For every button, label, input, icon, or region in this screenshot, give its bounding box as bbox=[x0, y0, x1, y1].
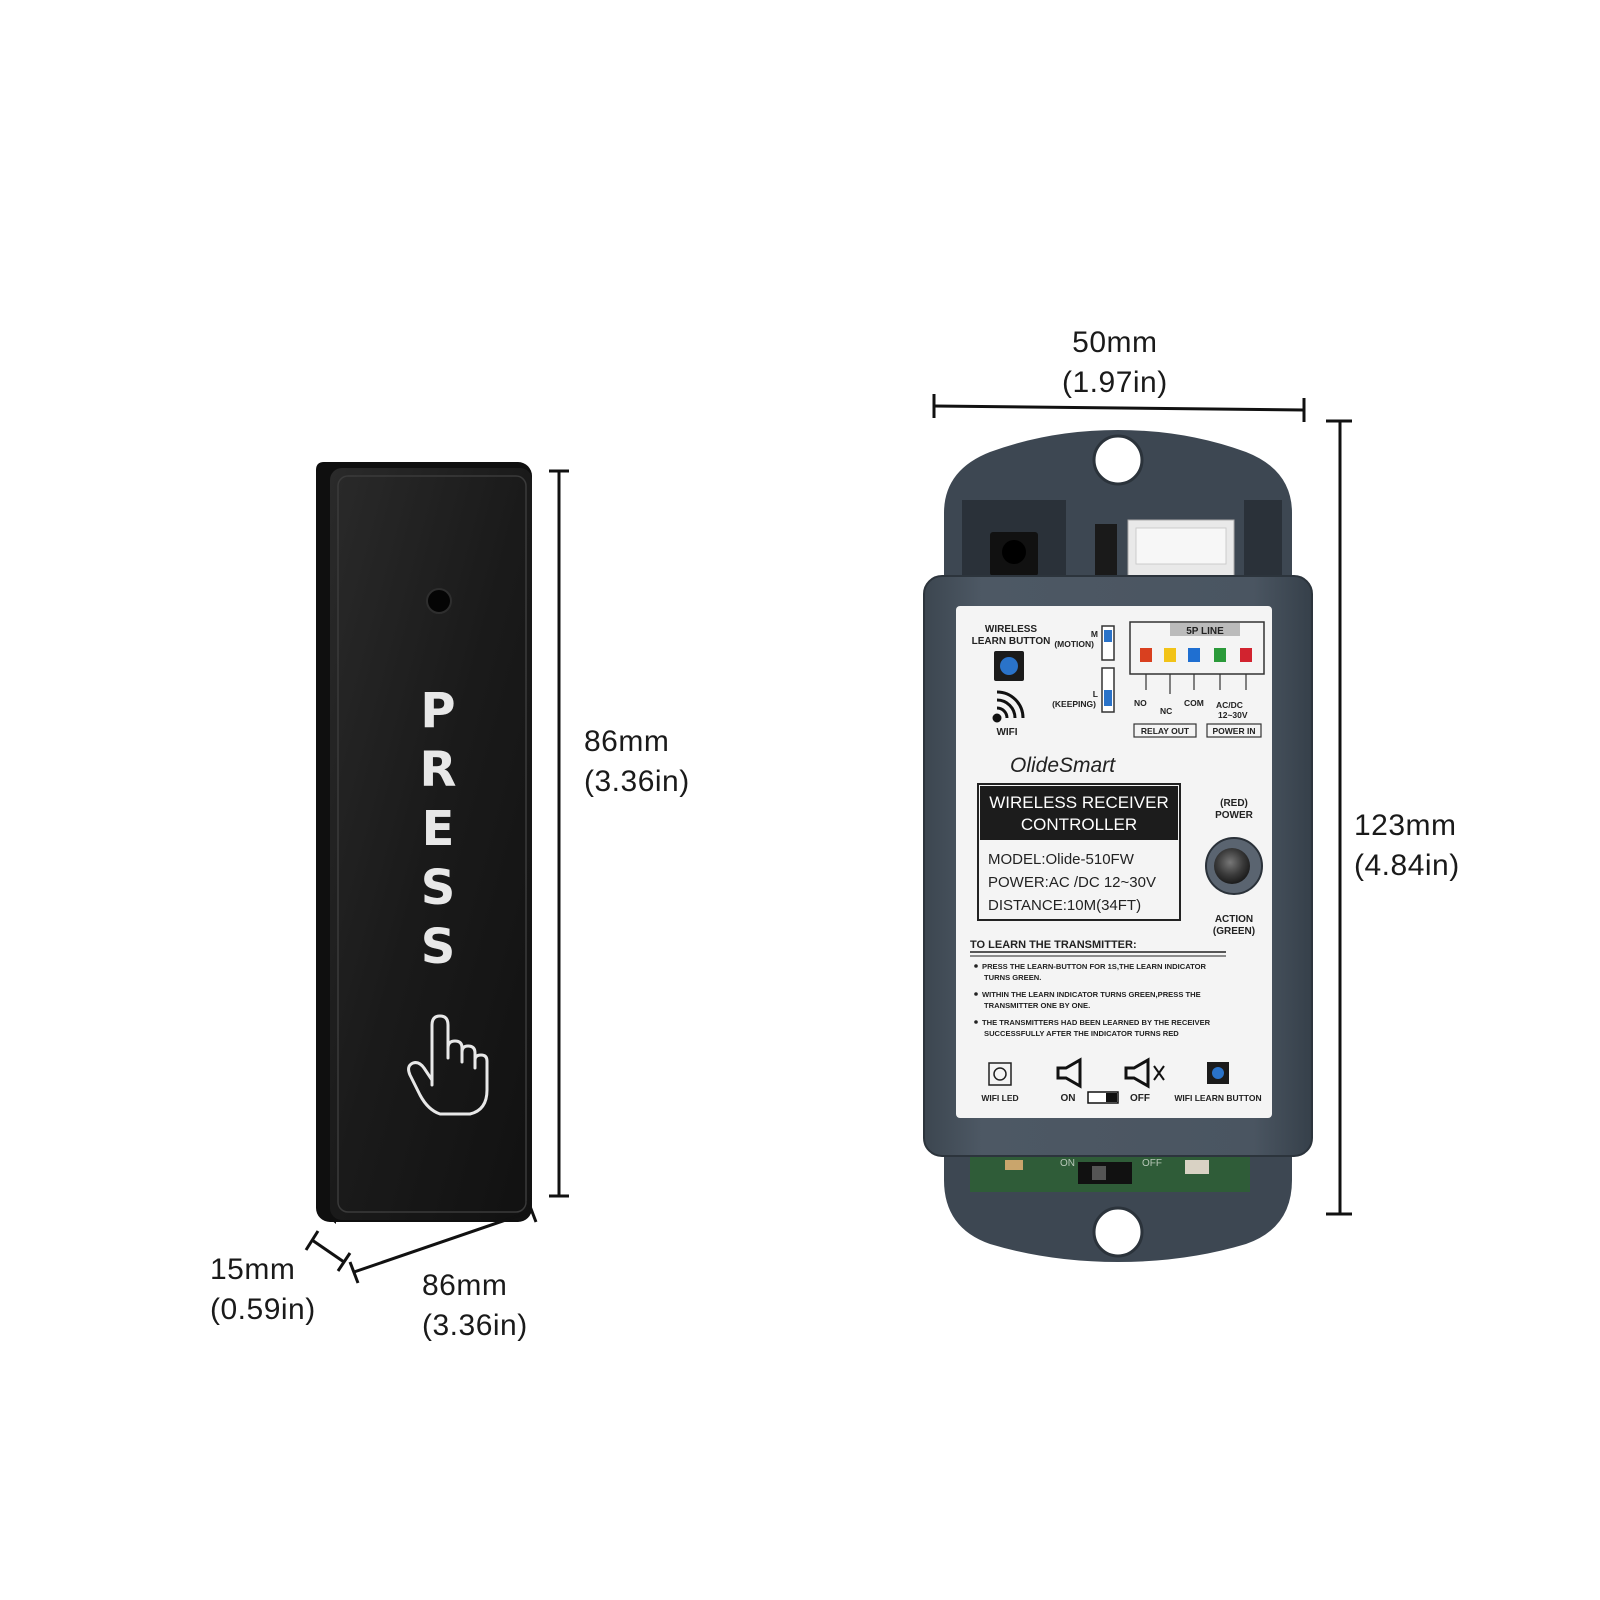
instruction-line: WITHIN THE LEARN INDICATOR TURNS GREEN,P… bbox=[982, 990, 1201, 999]
terminal-nc-label: NC bbox=[1160, 706, 1172, 716]
sound-off-label: OFF bbox=[1130, 1093, 1150, 1104]
button-depth-label: 15mm (0.59in) bbox=[210, 1250, 316, 1330]
receiver-label-panel bbox=[956, 606, 1272, 1118]
terminal-4 bbox=[1214, 648, 1226, 662]
terminal-5 bbox=[1240, 648, 1252, 662]
power-text: POWER:AC /DC 12~30V bbox=[988, 874, 1156, 891]
terminal-volt-label: 12~30V bbox=[1218, 710, 1248, 720]
distance-text: DISTANCE:10M(34FT) bbox=[988, 897, 1141, 914]
press-letter: E bbox=[422, 801, 455, 857]
mode-l-label: L bbox=[1093, 689, 1098, 699]
receiver-height-label: 123mm (4.84in) bbox=[1354, 806, 1460, 886]
board-off-label: OFF bbox=[1142, 1158, 1162, 1169]
button-width-in: (3.36in) bbox=[422, 1309, 528, 1342]
button-height-in: (3.36in) bbox=[584, 765, 690, 798]
button-depth-mm: 15mm bbox=[210, 1253, 296, 1286]
board-on-label: ON bbox=[1060, 1158, 1075, 1169]
button-depth-in: (0.59in) bbox=[210, 1293, 316, 1326]
led-red-label: POWER bbox=[1215, 810, 1254, 821]
button-width-label: 86mm (3.36in) bbox=[422, 1266, 528, 1346]
button-width-mm: 86mm bbox=[422, 1269, 508, 1302]
led-green-label: ACTION bbox=[1215, 914, 1253, 925]
product-title: CONTROLLER bbox=[1021, 815, 1137, 834]
mode-motion-label: (MOTION) bbox=[1054, 639, 1094, 649]
button-height-mm: 86mm bbox=[584, 725, 670, 758]
instruction-line: TRANSMITTER ONE BY ONE. bbox=[984, 1001, 1090, 1010]
brand-logo: OlideSmart bbox=[1010, 754, 1116, 777]
instruction-line: PRESS THE LEARN-BUTTON FOR 1S,THE LEARN … bbox=[982, 962, 1207, 971]
instruction-line: TURNS GREEN. bbox=[984, 973, 1041, 982]
line-header: 5P LINE bbox=[1186, 626, 1224, 637]
terminal-acdc-label: AC/DC bbox=[1216, 700, 1243, 710]
receiver-width-in: (1.97in) bbox=[1062, 366, 1168, 399]
relay-out-label: RELAY OUT bbox=[1141, 726, 1190, 736]
terminal-no-label: NO bbox=[1134, 698, 1147, 708]
led-red-label: (RED) bbox=[1220, 798, 1248, 809]
model-text: MODEL:Olide-510FW bbox=[988, 851, 1135, 868]
receiver-height-in: (4.84in) bbox=[1354, 849, 1460, 882]
wireless-learn-label: WIRELESS bbox=[985, 624, 1038, 635]
terminal-3 bbox=[1188, 648, 1200, 662]
press-letter: R bbox=[420, 742, 457, 798]
terminal-block bbox=[1140, 648, 1252, 662]
receiver-height-mm: 123mm bbox=[1354, 809, 1457, 842]
product-title: WIRELESS RECEIVER bbox=[989, 793, 1169, 812]
terminal-2 bbox=[1164, 648, 1176, 662]
sound-toggle[interactable] bbox=[1087, 1091, 1119, 1104]
mode-m-label: M bbox=[1091, 629, 1098, 639]
receiver-device: ON OFF WIRELESS LEARN BUTTON WIFI M (MOT… bbox=[923, 394, 1352, 1262]
speaker-on-icon bbox=[1056, 1057, 1082, 1089]
instruction-line: SUCCESSFULLY AFTER THE INDICATOR TURNS R… bbox=[984, 1029, 1179, 1038]
instruction-line: THE TRANSMITTERS HAD BEEN LEARNED BY THE… bbox=[982, 1018, 1211, 1027]
led-green-label: (GREEN) bbox=[1213, 926, 1255, 937]
sound-on-label: ON bbox=[1061, 1093, 1076, 1104]
speaker-mute-icon bbox=[1124, 1057, 1165, 1089]
wifi-label: WIFI bbox=[996, 727, 1017, 738]
press-letter: S bbox=[421, 919, 456, 975]
mode-keeping-label: (KEEPING) bbox=[1052, 699, 1096, 709]
push-button-device: P R E S S bbox=[304, 462, 569, 1284]
press-letter: S bbox=[421, 860, 456, 916]
sensor-dot-icon bbox=[426, 588, 452, 614]
wifi-led-label: WIFI LED bbox=[981, 1093, 1018, 1103]
button-height-label: 86mm (3.36in) bbox=[584, 722, 690, 802]
status-led-icon bbox=[1214, 848, 1250, 884]
power-in-label: POWER IN bbox=[1213, 726, 1256, 736]
learn-button-dot-icon bbox=[1000, 657, 1018, 675]
press-letter: P bbox=[420, 683, 455, 739]
wifi-led-icon bbox=[988, 1062, 1012, 1086]
learn-heading: TO LEARN THE TRANSMITTER: bbox=[970, 939, 1137, 951]
receiver-width-mm: 50mm bbox=[1072, 326, 1158, 359]
terminal-com-label: COM bbox=[1184, 698, 1204, 708]
wireless-learn-label: LEARN BUTTON bbox=[972, 636, 1051, 647]
wifi-learn-label: WIFI LEARN BUTTON bbox=[1174, 1093, 1261, 1103]
terminal-1 bbox=[1140, 648, 1152, 662]
wifi-icon bbox=[992, 690, 1025, 723]
receiver-width-label: 50mm (1.97in) bbox=[1062, 323, 1168, 403]
hand-pointer-icon bbox=[407, 1014, 489, 1116]
